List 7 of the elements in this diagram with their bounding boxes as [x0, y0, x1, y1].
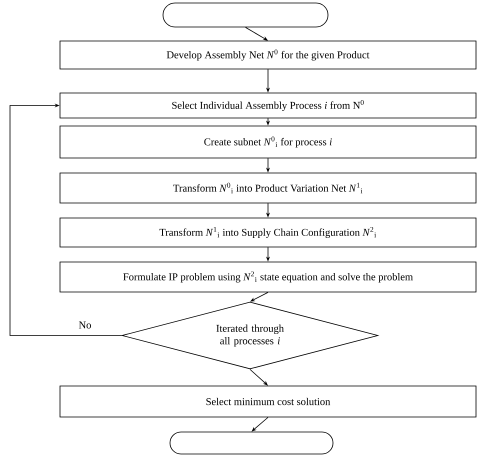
process-box: Develop Assembly Net N$^{0}$ for the given Product — [60, 40, 476, 70]
edge-label: No — [78, 320, 92, 330]
process-box: Select Individual Assembly Process i from N$^{0}$ — [60, 92, 476, 118]
process-box: Select minimum cost solution — [60, 386, 476, 418]
process-box: Create subnet N$^{0}$$_{i}$ for process i — [60, 126, 476, 158]
process-box: Formulate IP problem using N$^{2}$$_{i}$ state equation and solve the problem — [60, 262, 476, 292]
arrow — [10, 103, 122, 336]
